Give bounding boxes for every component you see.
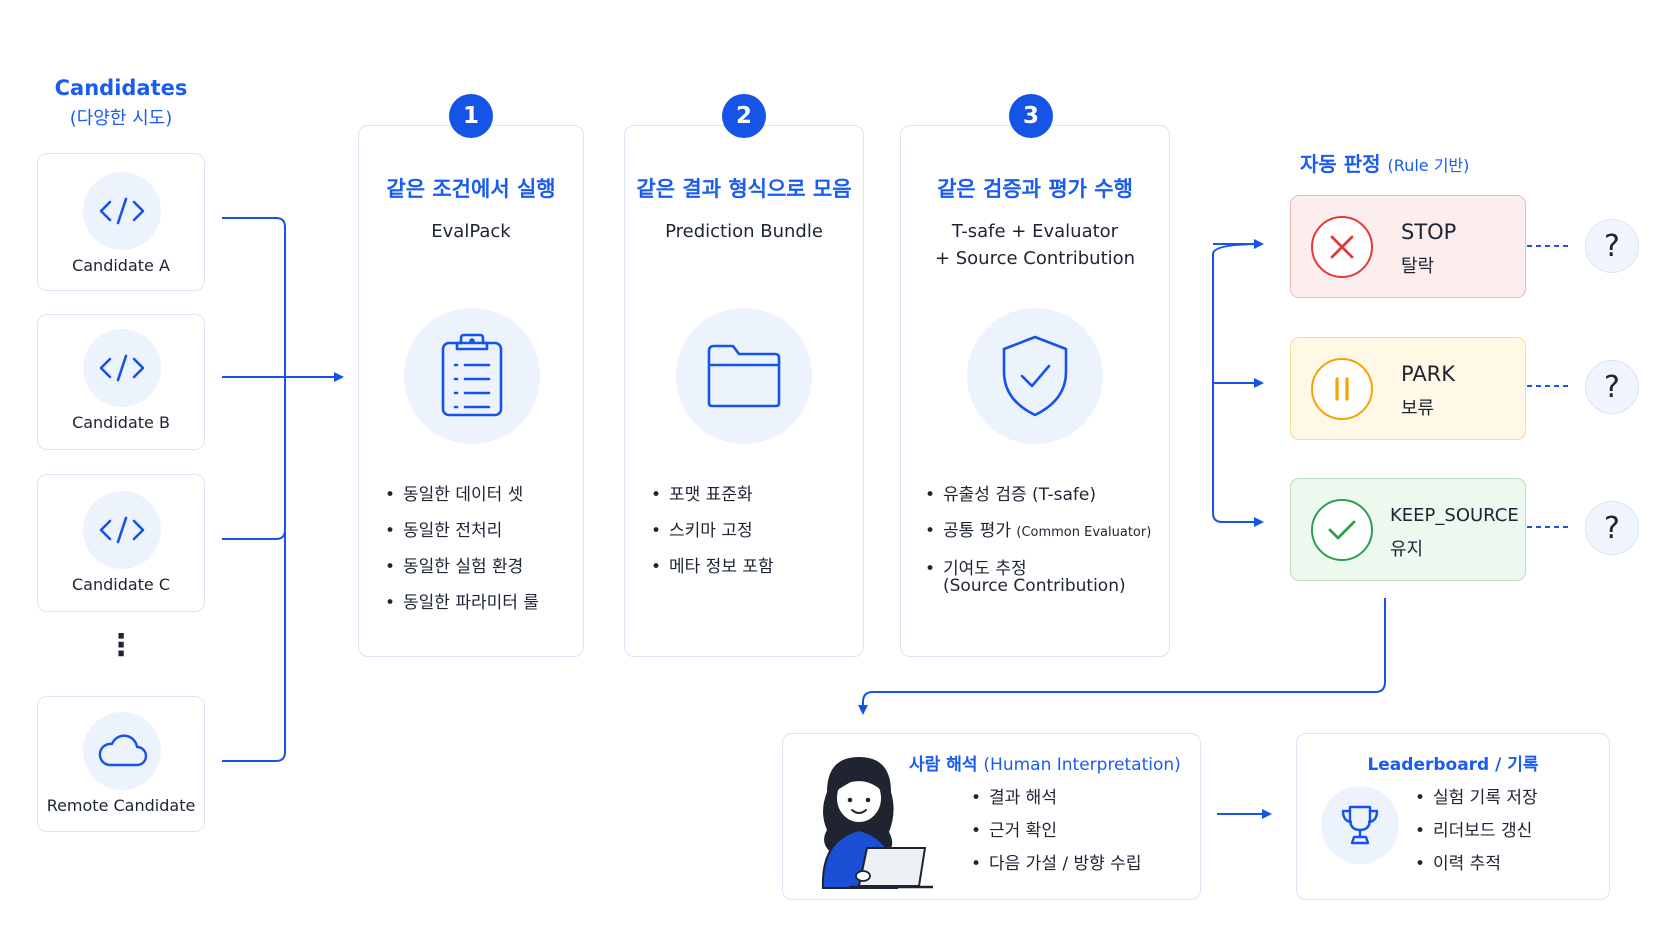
candidate-card-b[interactable]: Candidate B: [37, 314, 205, 450]
check-icon: [1311, 499, 1373, 561]
bullet-item: 동일한 전처리: [385, 513, 539, 549]
bullet-item: 동일한 실험 환경: [385, 549, 539, 585]
candidate-card-remote[interactable]: Remote Candidate: [37, 696, 205, 832]
question-mark-icon: ?: [1585, 360, 1639, 414]
candidates-subtitle: (다양한 시도): [69, 108, 173, 129]
human-title-text: 사람 해석: [909, 755, 978, 775]
step-number-badge: 3: [1009, 94, 1053, 138]
candidate-label: Candidate C: [71, 575, 171, 594]
step-subtitle-line: T-safe + Evaluator: [951, 221, 1119, 242]
step-subtitle-line: + Source Contribution: [934, 248, 1136, 269]
outcome-name: STOP: [1401, 220, 1457, 244]
step-number-badge: 1: [449, 94, 493, 138]
candidate-label: Remote Candidate: [46, 796, 196, 815]
step-subtitle: Prediction Bundle: [665, 221, 823, 242]
bullet-item: 메타 정보 포함: [651, 549, 774, 585]
judgement-title-note: (Rule 기반): [1387, 156, 1470, 175]
more-candidates-ellipsis: ⋮: [106, 628, 136, 663]
judgement-title-text: 자동 판정: [1300, 152, 1381, 176]
step-bullets: 동일한 데이터 셋 동일한 전처리 동일한 실험 환경 동일한 파라미터 룰: [385, 477, 539, 621]
folder-icon: [676, 308, 812, 444]
x-icon: [1311, 216, 1373, 278]
bullet-item: 결과 해석: [971, 782, 1141, 815]
bullet-item: 다음 가설 / 방향 수립: [971, 848, 1141, 881]
human-title-note: (Human Interpretation): [983, 755, 1181, 775]
bullet-item: 포맷 표준화: [651, 477, 774, 513]
candidate-card-c[interactable]: Candidate C: [37, 474, 205, 612]
bullet-note: (Common Evaluator): [1016, 525, 1152, 540]
outcome-name: PARK: [1401, 362, 1456, 386]
leaderboard-title: Leaderboard / 기록: [1367, 755, 1539, 775]
bullet-item: 스키마 고정: [651, 513, 774, 549]
bullet-item: 이력 추적: [1415, 848, 1538, 881]
step-card-prediction-bundle: 같은 결과 형식으로 모음 Prediction Bundle 포맷 표준화 스…: [624, 125, 864, 657]
code-icon: [83, 172, 161, 250]
bullet-continuation: (Source Contribution): [943, 576, 1126, 596]
step-subtitle: EvalPack: [431, 221, 511, 242]
trophy-icon: [1321, 786, 1399, 864]
outcome-card-keep-source: KEEP_SOURCE 유지: [1290, 478, 1526, 581]
bullet-item: 실험 기록 저장: [1415, 782, 1538, 815]
step-title: 같은 결과 형식으로 모음: [636, 177, 852, 201]
bullet-item: 동일한 파라미터 룰: [385, 585, 539, 621]
question-mark-icon: ?: [1585, 501, 1639, 555]
cloud-icon: [83, 712, 161, 790]
human-interpretation-card: 사람 해석 (Human Interpretation) 결과 해석 근거 확인…: [782, 733, 1201, 900]
code-icon: [83, 491, 161, 569]
step-subtitle: T-safe + Evaluator + Source Contribution: [901, 218, 1169, 272]
candidate-label: Candidate A: [72, 256, 170, 275]
step-title: 같은 조건에서 실행: [386, 177, 556, 201]
human-title: 사람 해석 (Human Interpretation): [909, 750, 1181, 775]
bullet-text: 기여도 추정: [943, 559, 1027, 579]
outcome-card-stop: STOP 탈락: [1290, 195, 1526, 298]
question-mark-icon: ?: [1585, 219, 1639, 273]
bullet-item: 유출성 검증 (T-safe): [925, 477, 1151, 513]
step-card-validation: 같은 검증과 평가 수행 T-safe + Evaluator + Source…: [900, 125, 1170, 657]
human-bullets: 결과 해석 근거 확인 다음 가설 / 방향 수립: [971, 782, 1141, 881]
step-title: 같은 검증과 평가 수행: [937, 177, 1133, 201]
shield-check-icon: [967, 308, 1103, 444]
bullet-item: 기여도 추정: [925, 551, 1151, 587]
candidates-title: Candidates: [54, 76, 188, 100]
outcome-name: KEEP_SOURCE: [1390, 505, 1519, 526]
leaderboard-card: Leaderboard / 기록 실험 기록 저장 리더보드 갱신 이력 추적: [1296, 733, 1610, 900]
step-bullets: 포맷 표준화 스키마 고정 메타 정보 포함: [651, 477, 774, 585]
bullet-item: 근거 확인: [971, 815, 1141, 848]
leaderboard-bullets: 실험 기록 저장 리더보드 갱신 이력 추적: [1415, 782, 1538, 881]
outcome-korean: 탈락: [1401, 256, 1435, 277]
bullet-text: 공통 평가: [943, 521, 1017, 541]
candidate-label: Candidate B: [72, 413, 170, 432]
code-icon: [83, 329, 161, 407]
outcome-korean: 유지: [1390, 539, 1424, 560]
step-bullets: 유출성 검증 (T-safe) 공통 평가 (Common Evaluator)…: [925, 477, 1151, 587]
pause-icon: [1311, 358, 1373, 420]
outcome-korean: 보류: [1401, 398, 1435, 419]
step-number-badge: 2: [722, 94, 766, 138]
bullet-item: 리더보드 갱신: [1415, 815, 1538, 848]
candidate-card-a[interactable]: Candidate A: [37, 153, 205, 291]
clipboard-icon: [404, 308, 540, 444]
person-laptop-icon: [821, 757, 933, 889]
judgement-title: 자동 판정 (Rule 기반): [1300, 148, 1469, 177]
outcome-card-park: PARK 보류: [1290, 337, 1526, 440]
bullet-item: 동일한 데이터 셋: [385, 477, 539, 513]
step-card-evalpack: 같은 조건에서 실행 EvalPack 동일한 데이터 셋 동일한 전처리 동일…: [358, 125, 584, 657]
bullet-item: 공통 평가 (Common Evaluator): [925, 513, 1151, 551]
